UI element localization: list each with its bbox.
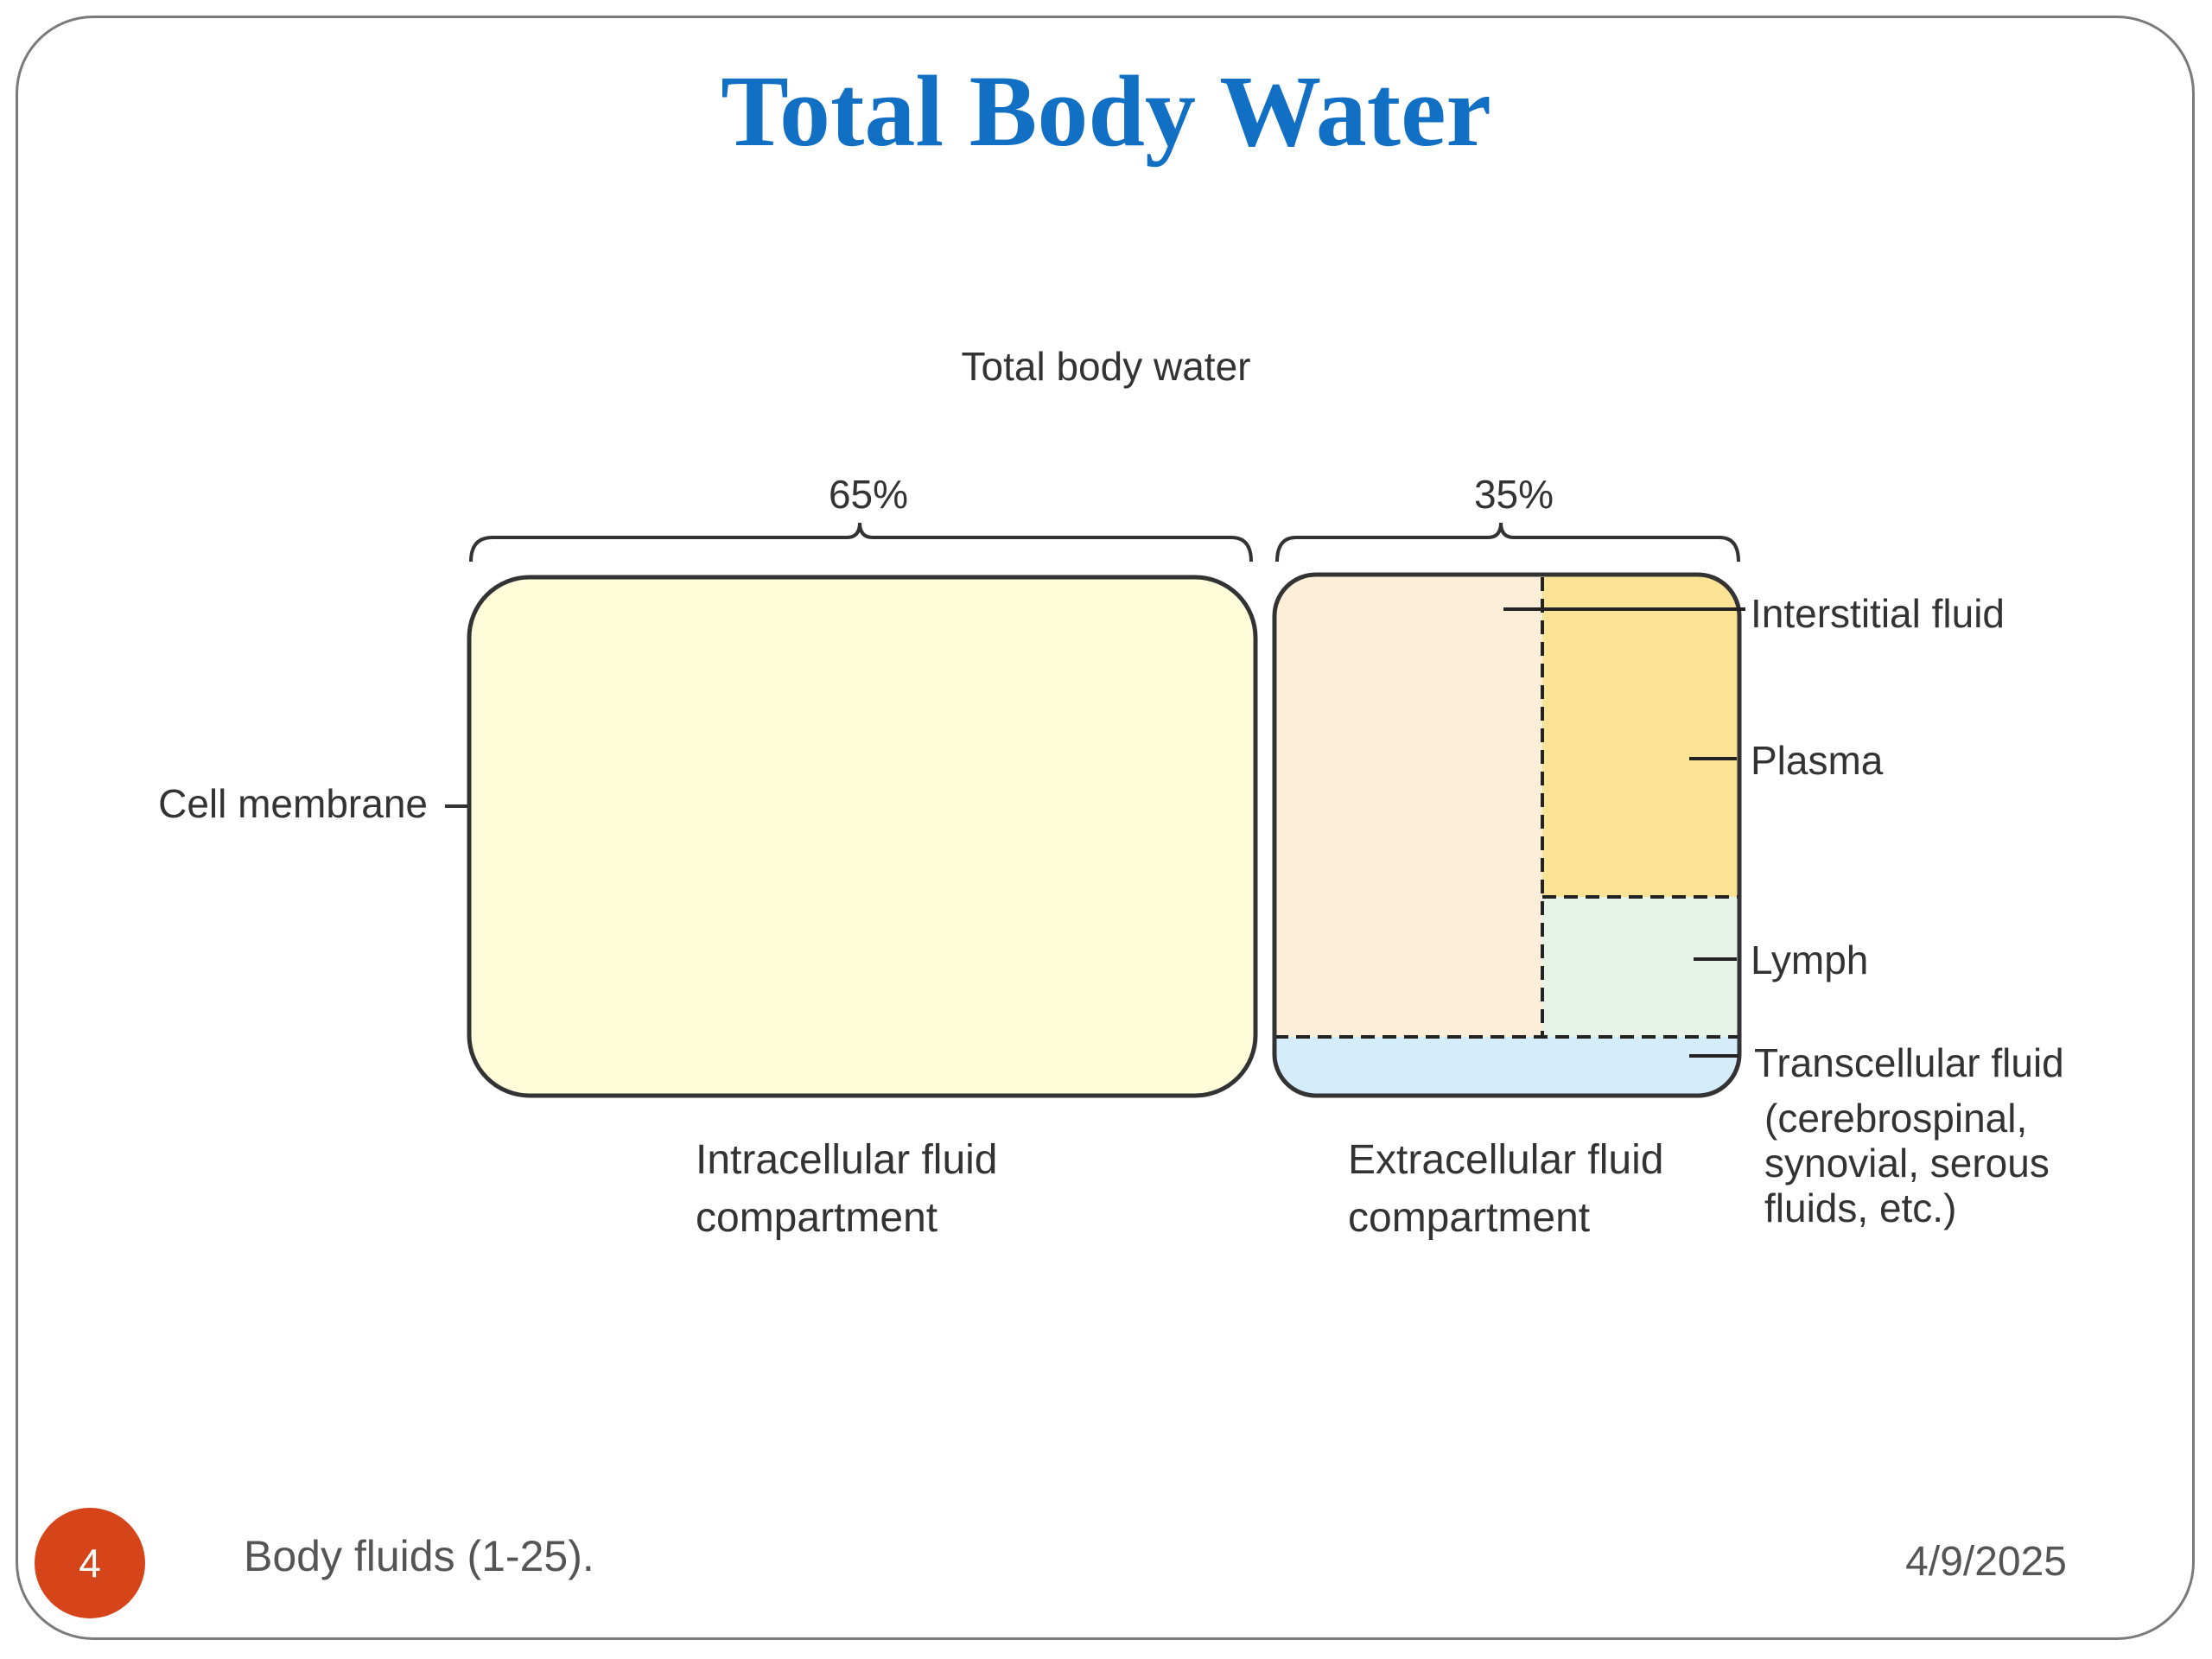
ecf-compartment-fills [1274,575,1739,1096]
lymph-region [1542,897,1739,1037]
transcellular-label-line2: (cerebrospinal, [1764,1096,2027,1141]
transcellular-label-line1: Transcellular fluid [1754,1040,2064,1085]
ecf-caption-line2: compartment [1348,1195,1590,1241]
icf-caption-line2: compartment [696,1195,938,1241]
ecf-brace [1275,522,1740,563]
plasma-label: Plasma [1751,738,1884,783]
ecf-percent-label: 35% [1474,472,1554,517]
icf-compartment-box [467,575,1258,1098]
footer-text: Body fluids (1-25). [244,1532,594,1580]
footer-date: 4/9/2025 [1905,1539,2067,1585]
icf-percent-label: 65% [829,472,908,517]
transcellular-region [1274,1037,1739,1096]
transcellular-label-line4: fluids, etc.) [1764,1185,1956,1230]
interstitial-region [1274,575,1542,1037]
icf-brace [469,522,1253,563]
ecf-compartment-box [1272,572,1742,1098]
icf-caption-line1: Intracellular fluid [696,1137,998,1183]
lymph-label: Lymph [1751,938,1868,982]
ecf-caption-line1: Extracellular fluid [1348,1137,1663,1183]
diagram-heading: Total body water [962,344,1251,389]
cell-membrane-label: Cell membrane [158,781,428,826]
slide-title: Total Body Water [721,54,1491,168]
interstitial-label: Interstitial fluid [1751,591,2005,636]
plasma-region [1542,575,1739,897]
page-number-badge: 4 [35,1508,145,1618]
transcellular-label-line3: synovial, serous [1764,1141,2050,1185]
